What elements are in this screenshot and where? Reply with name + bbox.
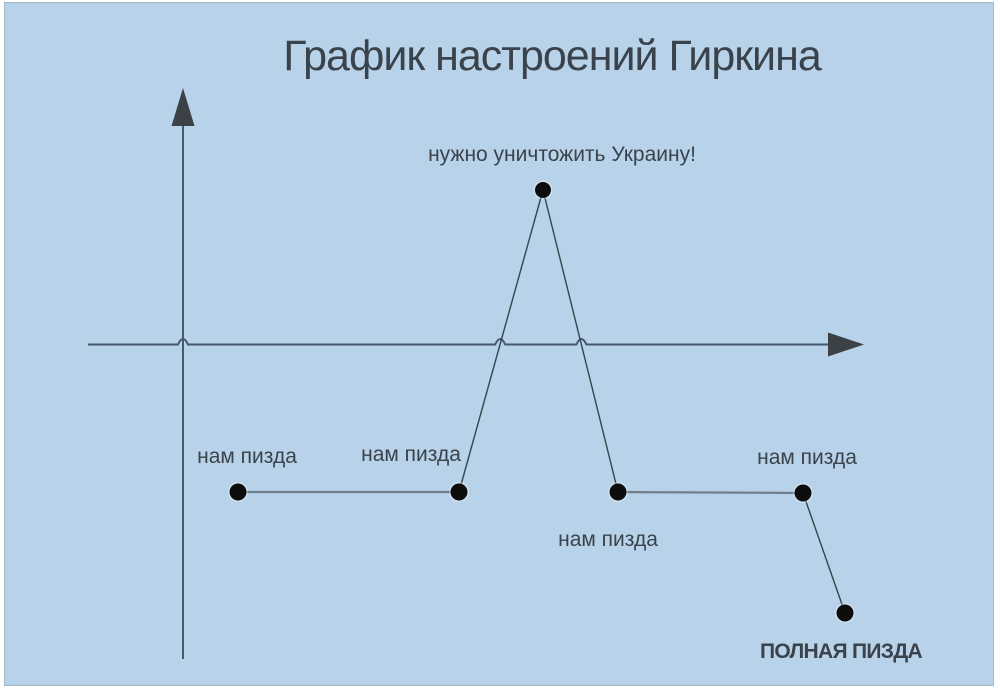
svg-text:ПОЛНАЯ ПИЗДА: ПОЛНАЯ ПИЗДА [760,640,923,663]
svg-text:нам пизда: нам пизда [361,443,461,466]
svg-text:нужно уничтожить Украину!: нужно уничтожить Украину! [428,143,696,166]
svg-text:График настроений Гиркина: График настроений Гиркина [283,32,822,80]
svg-text:нам пизда: нам пизда [197,445,297,468]
svg-text:нам пизда: нам пизда [757,446,857,469]
svg-text:нам пизда: нам пизда [558,528,658,551]
